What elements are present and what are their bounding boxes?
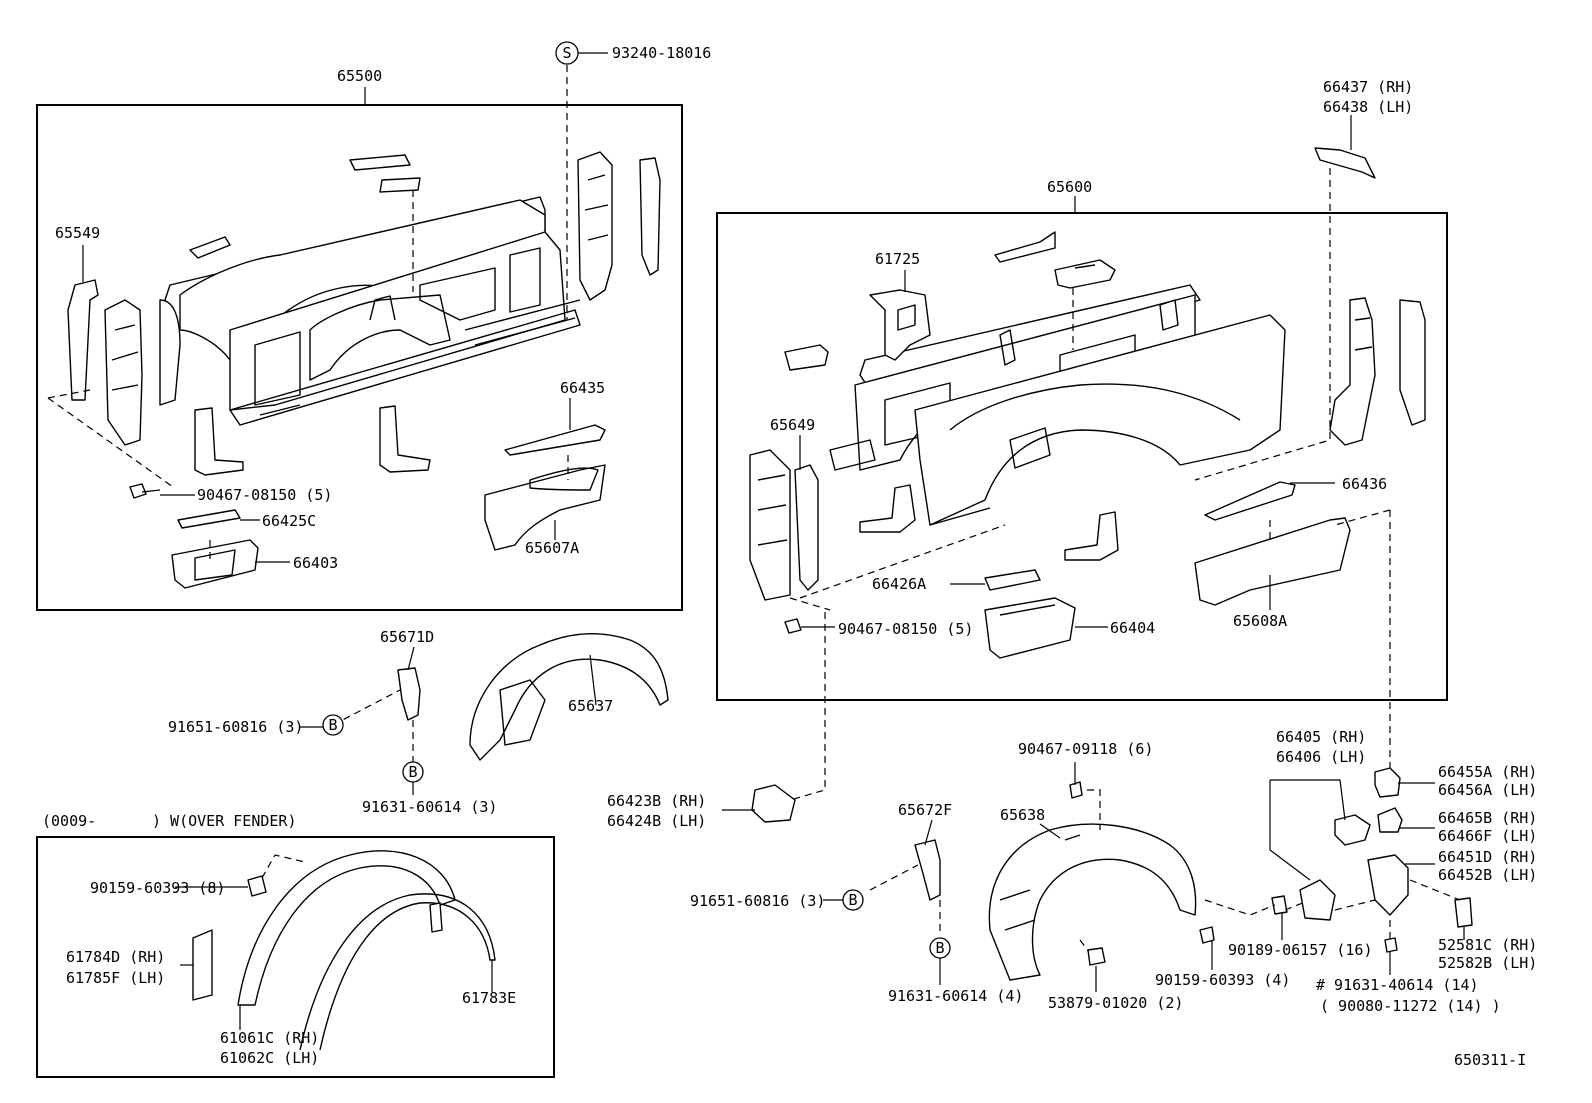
label-66452b: 66452B (LH) <box>1438 866 1537 884</box>
label-65672f: 65672F <box>898 801 952 819</box>
bed-side-panel-left <box>67 151 661 589</box>
label-65549: 65549 <box>55 224 100 242</box>
label-66423b: 66423B (RH) <box>607 792 706 810</box>
label-65607a: 65607A <box>525 539 579 557</box>
label-65649: 65649 <box>770 416 815 434</box>
label-91631-60614-b: 91631-60614 (4) <box>888 987 1023 1005</box>
part-66465b-clip <box>1377 807 1403 833</box>
label-66405: 66405 (RH) <box>1276 728 1366 746</box>
callout-b-letter: B <box>408 763 417 781</box>
over-fender-group <box>192 850 496 1051</box>
label-65608a: 65608A <box>1233 612 1287 630</box>
label-93240-18016: 93240-18016 <box>612 44 711 62</box>
label-91651-60816-a: 91651-60816 (3) <box>168 718 303 736</box>
callout-s-letter: S <box>562 44 571 62</box>
callout-b-letter: B <box>935 939 944 957</box>
label-variant-code: (0009- <box>42 812 96 830</box>
label-52581c: 52581C (RH) <box>1438 936 1537 954</box>
callout-b-letter: B <box>328 716 337 734</box>
label-66435: 66435 <box>560 379 605 397</box>
part-65672f-bracket <box>914 839 941 901</box>
label-91651-60816-b: 91651-60816 (3) <box>690 892 825 910</box>
label-66455a: 66455A (RH) <box>1438 763 1537 781</box>
part-65638-wheel-liner <box>988 823 1197 981</box>
label-66466f: 66466F (LH) <box>1438 827 1537 845</box>
label-variant-over-fender: ) W(OVER FENDER) <box>152 812 297 830</box>
label-90467-08150-right: 90467-08150 (5) <box>838 620 973 638</box>
label-65500: 65500 <box>337 67 382 85</box>
label-61061c: 61061C (RH) <box>220 1029 319 1047</box>
diagram-id: 650311-I <box>1454 1051 1526 1069</box>
label-66425c: 66425C <box>262 512 316 530</box>
label-90159-60393-a: 90159-60393 (8) <box>90 879 225 897</box>
callout-b-marker-1 <box>322 714 344 736</box>
label-61062c: 61062C (LH) <box>220 1049 319 1067</box>
label-91631-60614-a: 91631-60614 (3) <box>362 798 497 816</box>
bed-side-panel-right <box>749 231 1426 659</box>
part-65637-wheel-liner <box>469 632 669 761</box>
label-90467-09118: 90467-09118 (6) <box>1018 740 1153 758</box>
label-61725: 61725 <box>875 250 920 268</box>
part-65671d-bracket <box>397 667 421 721</box>
label-66403: 66403 <box>293 554 338 572</box>
part-66423b-bracket <box>751 784 796 823</box>
part-66437-bracket <box>1314 147 1376 179</box>
label-66465b: 66465B (RH) <box>1438 809 1537 827</box>
label-61785f: 61785F (LH) <box>66 969 165 987</box>
label-66456a: 66456A (LH) <box>1438 781 1537 799</box>
label-90467-08150-left: 90467-08150 (5) <box>197 486 332 504</box>
box-right-bed-panel <box>716 212 1448 701</box>
part-66405-bracket <box>1334 814 1371 846</box>
box-over-fender <box>36 836 555 1078</box>
part-52581c-pad <box>1454 897 1473 928</box>
label-66437: 66437 (RH) <box>1323 78 1413 96</box>
label-66426a: 66426A <box>872 575 926 593</box>
part-66451d-mudflap <box>1367 854 1409 916</box>
callout-b-letter: B <box>848 891 857 909</box>
label-90159-60393-b: 90159-60393 (4) <box>1155 971 1290 989</box>
label-66404: 66404 <box>1110 619 1155 637</box>
label-61783e: 61783E <box>462 989 516 1007</box>
label-66438: 66438 (LH) <box>1323 98 1413 116</box>
label-66451d: 66451D (RH) <box>1438 848 1537 866</box>
label-65638: 65638 <box>1000 806 1045 824</box>
part-66455a-clip <box>1374 767 1401 798</box>
label-91631-40614: # 91631-40614 (14) <box>1316 976 1479 994</box>
label-65671d: 65671D <box>380 628 434 646</box>
label-61784d: 61784D (RH) <box>66 948 165 966</box>
box-left-bed-panel <box>36 104 683 611</box>
label-52582b: 52582B (LH) <box>1438 954 1537 972</box>
label-90189-06157: 90189-06157 (16) <box>1228 941 1373 959</box>
label-66424b: 66424B (LH) <box>607 812 706 830</box>
label-65600: 65600 <box>1047 178 1092 196</box>
label-65637: 65637 <box>568 697 613 715</box>
label-66436: 66436 <box>1342 475 1387 493</box>
label-53879-01020: 53879-01020 (2) <box>1048 994 1183 1012</box>
label-66406: 66406 (LH) <box>1276 748 1366 766</box>
label-90080-11272: ( 90080-11272 (14) ) <box>1320 997 1501 1015</box>
